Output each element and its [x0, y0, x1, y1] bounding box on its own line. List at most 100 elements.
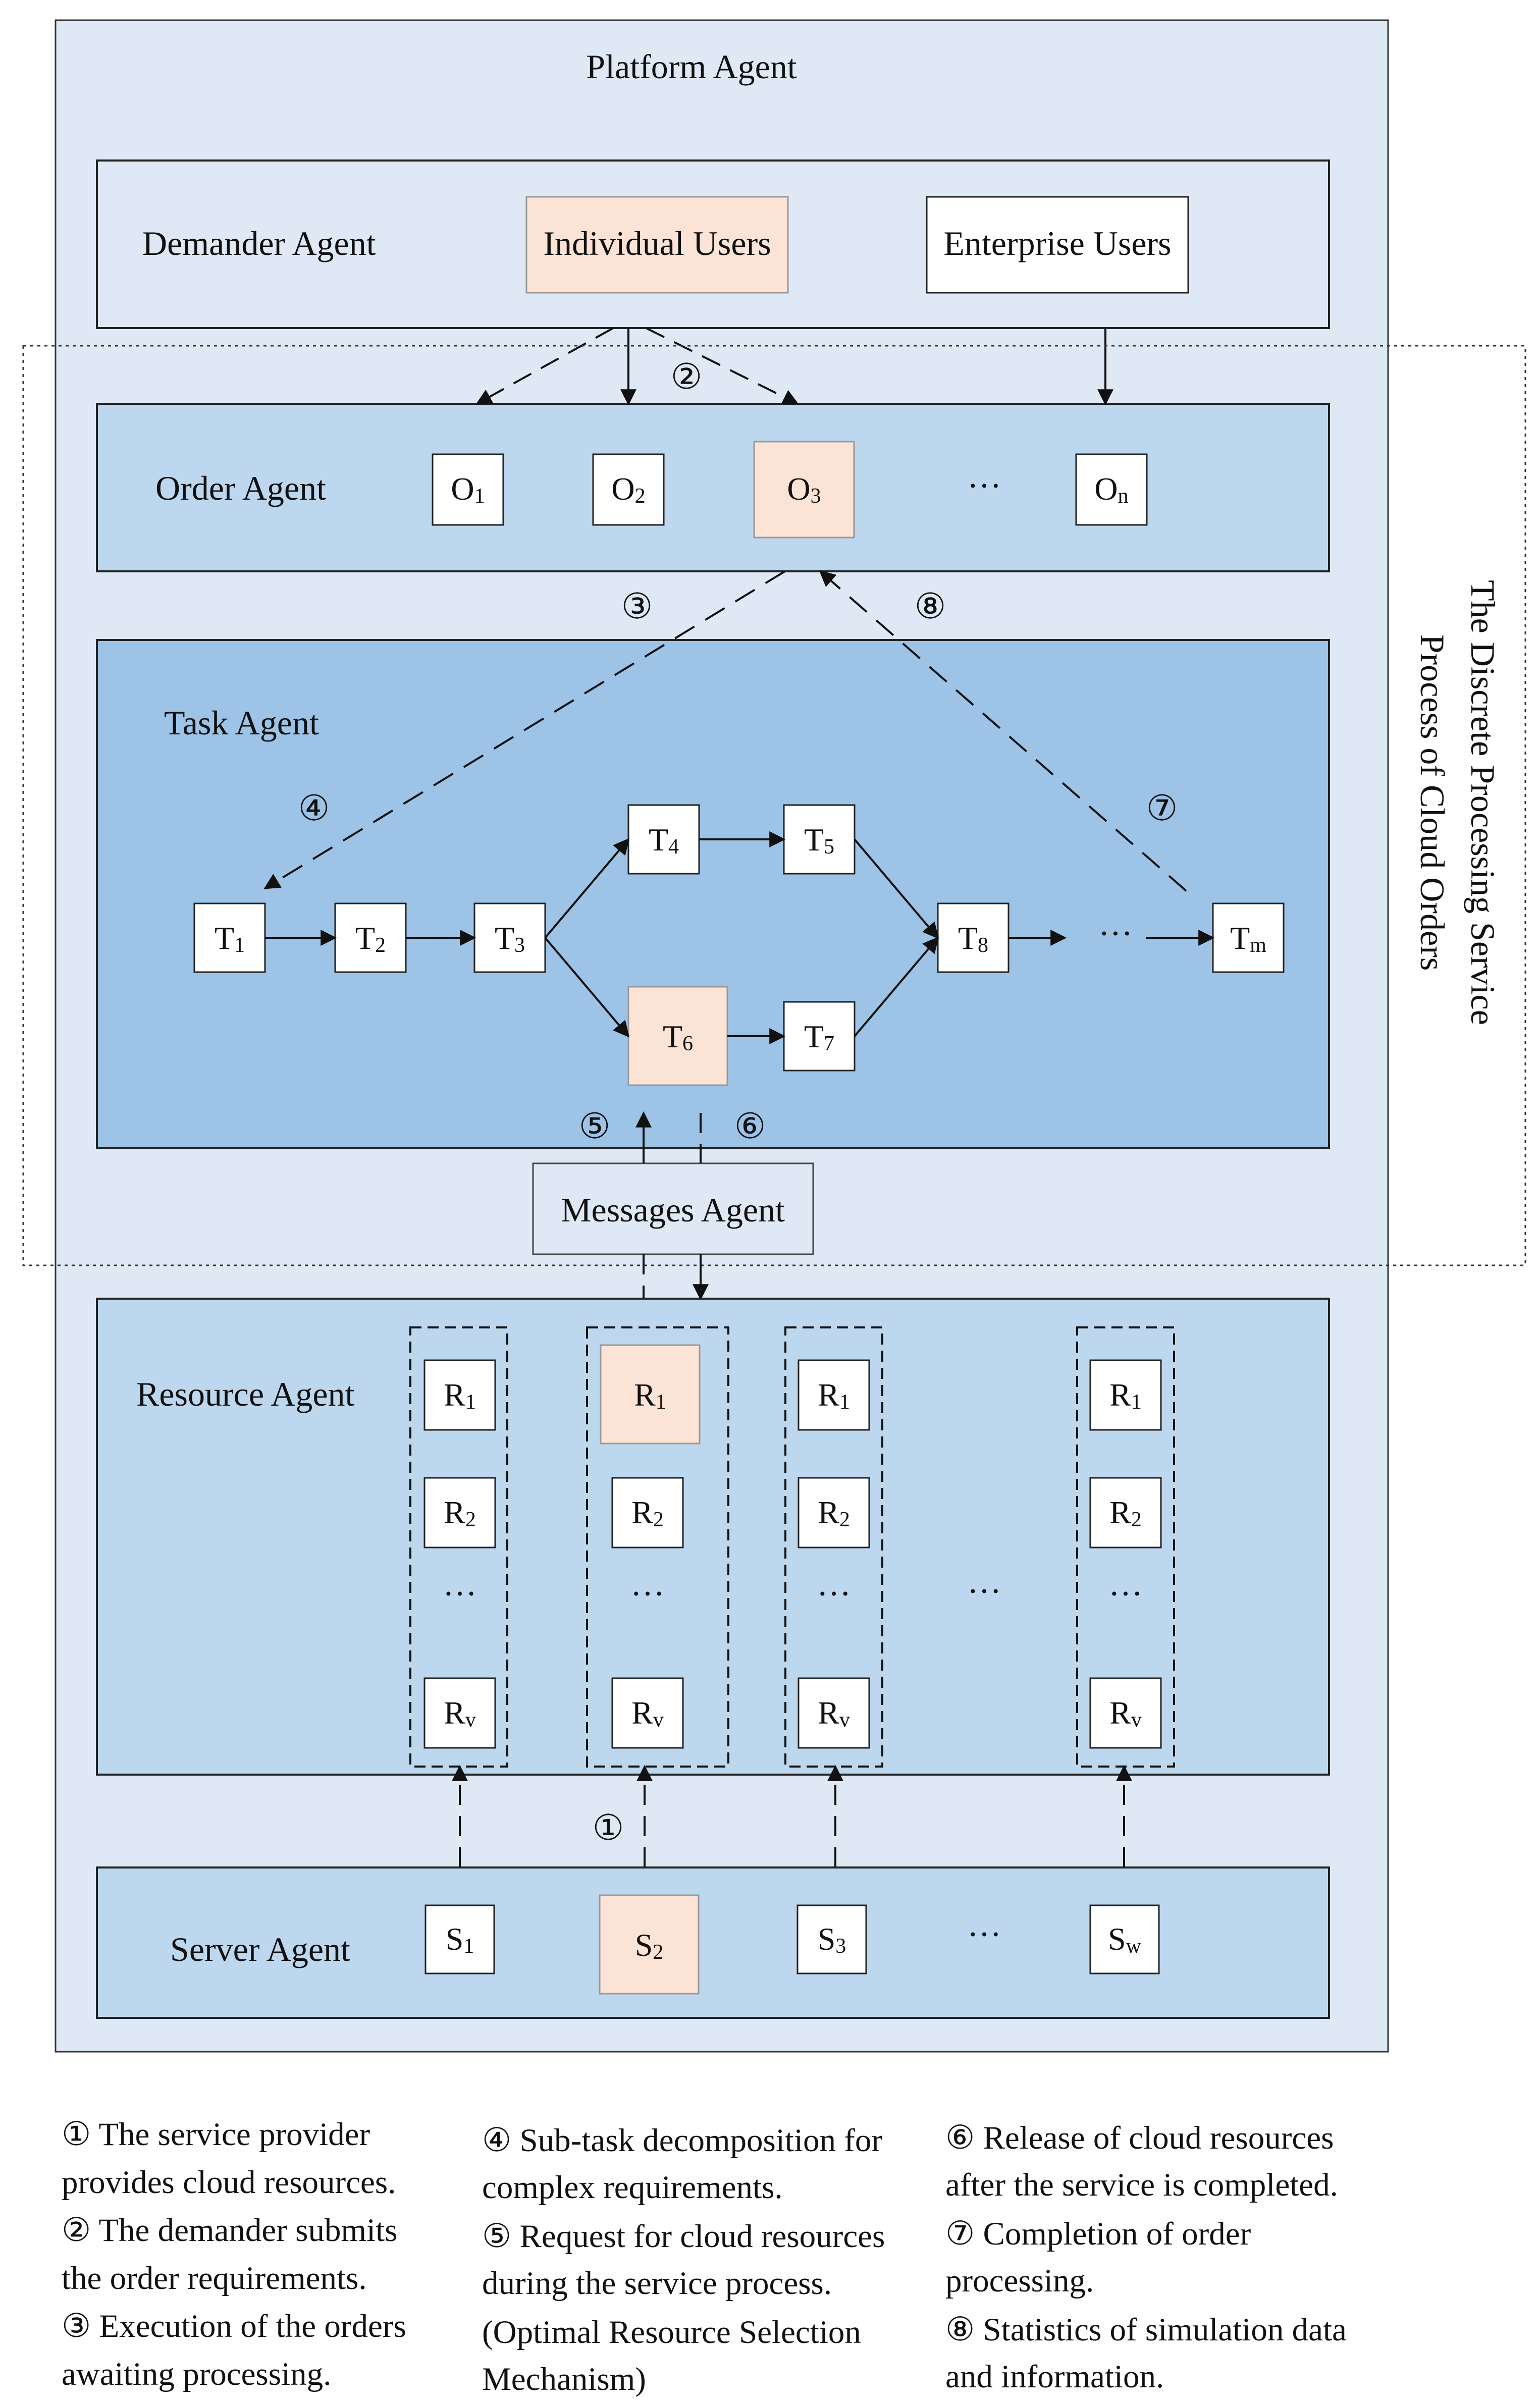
svg-text:R1: R1 [1109, 1377, 1142, 1414]
legend-col1-line5: ③ Execution of the orders [62, 2308, 406, 2344]
resource-column-4: R1 R2 ··· Rv [1076, 1326, 1175, 1768]
legend-col1-line2: provides cloud resources. [62, 2164, 396, 2201]
messages-task-arrows [635, 1111, 709, 1301]
svg-text:O2: O2 [611, 471, 645, 508]
svg-text:···: ··· [443, 1574, 477, 1613]
svg-text:T5: T5 [804, 822, 834, 859]
svg-text:R1: R1 [818, 1377, 850, 1414]
svg-text:R1: R1 [634, 1377, 666, 1414]
platform-agent-label: Platform Agent [586, 47, 797, 86]
individual-users-box [525, 196, 789, 294]
svg-text:R2: R2 [1109, 1494, 1142, 1531]
svg-text:R2: R2 [818, 1494, 850, 1531]
svg-text:T2: T2 [355, 920, 386, 957]
task-node-tm: Tm [1212, 902, 1285, 973]
svg-text:On: On [1094, 471, 1128, 508]
order-ellipsis: ··· [967, 466, 1001, 505]
marker-7: ⑦ [1146, 789, 1178, 828]
marker-6: ⑥ [734, 1107, 766, 1146]
enterprise-users-label: Enterprise Users [943, 224, 1171, 262]
messages-agent-box [532, 1162, 814, 1255]
marker-5: ⑤ [579, 1107, 611, 1146]
svg-text:S2: S2 [635, 1927, 664, 1964]
svg-text:T1: T1 [215, 920, 245, 957]
svg-text:R1: R1 [444, 1377, 476, 1414]
svg-text:Rv: Rv [631, 1695, 664, 1732]
server-ellipsis: ··· [967, 1915, 1001, 1953]
svg-text:Tm: Tm [1230, 920, 1266, 957]
svg-text:S1: S1 [446, 1921, 474, 1958]
order-node-o1: O1 [432, 453, 504, 526]
legend-col2-line3: ⑤ Request for cloud resources [482, 2218, 885, 2255]
provide-resource-arrows [452, 1765, 1132, 1867]
server-node-sw: Sw [1089, 1904, 1160, 1974]
order-node-o3: O3 [753, 441, 855, 539]
marker-1: ① [593, 1809, 624, 1848]
submit-order-arrows [475, 327, 1113, 406]
legend-col1-line4: the order requirements. [62, 2260, 367, 2297]
legend-col3-line2: after the service is completed. [945, 2167, 1338, 2203]
marker-4: ④ [298, 789, 330, 828]
svg-text:···: ··· [817, 1574, 851, 1613]
svg-text:O3: O3 [787, 471, 821, 508]
svg-text:T4: T4 [649, 822, 679, 859]
resource-column-2: R1 R2 ··· Rv [586, 1326, 729, 1768]
marker-8: ⑧ [915, 588, 946, 626]
svg-text:···: ··· [1108, 1574, 1143, 1613]
individual-users-label: Individual Users [543, 224, 771, 262]
legend-col3-line5: ⑧ Statistics of simulation data [945, 2312, 1347, 2348]
legend-col1-line3: ② The demander submits [62, 2212, 397, 2249]
svg-text:O1: O1 [451, 471, 485, 508]
legend-col2-line2: complex requirements. [482, 2169, 783, 2206]
legend-col3-line3: ⑦ Completion of order [945, 2216, 1251, 2252]
task-node-t2: T2 [334, 902, 407, 973]
svg-text:T6: T6 [663, 1019, 693, 1055]
svg-text:R2: R2 [444, 1494, 476, 1531]
legend-col2-line6: Mechanism) [482, 2361, 646, 2397]
task-node-t4: T4 [627, 804, 700, 875]
resource-agent-label: Resource Agent [136, 1375, 355, 1413]
marker-2: ② [671, 358, 703, 397]
svg-text:Rv: Rv [818, 1695, 850, 1732]
order-node-o2: O2 [592, 453, 665, 526]
demander-agent-label: Demander Agent [142, 224, 376, 262]
task-flow-arrows [265, 831, 1215, 1044]
process-label-line1: The Discrete Processing Service [1464, 580, 1502, 1025]
marker-3: ③ [621, 588, 653, 626]
process-label-line2: Process of Cloud Orders [1413, 634, 1452, 971]
task-agent-label: Task Agent [164, 704, 319, 742]
order-agent-label: Order Agent [155, 469, 326, 507]
server-node-s3: S3 [796, 1904, 867, 1974]
resource-columns-ellipsis: ··· [967, 1572, 1001, 1610]
server-agent-label: Server Agent [170, 1930, 350, 1968]
resource-column-1: R1 R2 ··· Rv [409, 1326, 508, 1768]
task-node-t5: T5 [783, 804, 856, 875]
legend-col2-line4: during the service process. [482, 2265, 832, 2302]
svg-text:Sw: Sw [1108, 1921, 1142, 1958]
messages-agent-label: Messages Agent [561, 1191, 785, 1229]
task-node-t7: T7 [783, 1001, 856, 1072]
server-node-s1: S1 [424, 1904, 495, 1974]
svg-text:Rv: Rv [1109, 1695, 1142, 1732]
legend-col3-line6: and information. [945, 2359, 1164, 2395]
resource-column-3: R1 R2 ··· Rv [784, 1326, 883, 1768]
legend-col2-line5: (Optimal Resource Selection [482, 2314, 861, 2351]
order-node-on: On [1075, 453, 1148, 526]
server-node-s2: S2 [599, 1894, 700, 1995]
legend-col2-line1: ④ Sub-task decomposition for [482, 2122, 882, 2159]
task-node-t8: T8 [937, 902, 1010, 973]
task-node-t6: T6 [627, 986, 728, 1086]
svg-text:T8: T8 [958, 920, 988, 957]
legend: ① The service provider provides cloud re… [62, 2116, 1347, 2397]
discrete-processing-frame [22, 345, 1526, 1266]
svg-text:Rv: Rv [444, 1695, 476, 1732]
svg-text:···: ··· [630, 1574, 665, 1613]
order-task-arrows [263, 570, 1187, 892]
task-node-t1: T1 [193, 902, 266, 973]
legend-col3-line4: processing. [945, 2263, 1094, 2299]
svg-text:T7: T7 [804, 1019, 834, 1055]
svg-text:T3: T3 [495, 920, 525, 957]
svg-text:S3: S3 [818, 1921, 846, 1958]
task-node-t3: T3 [473, 902, 546, 973]
